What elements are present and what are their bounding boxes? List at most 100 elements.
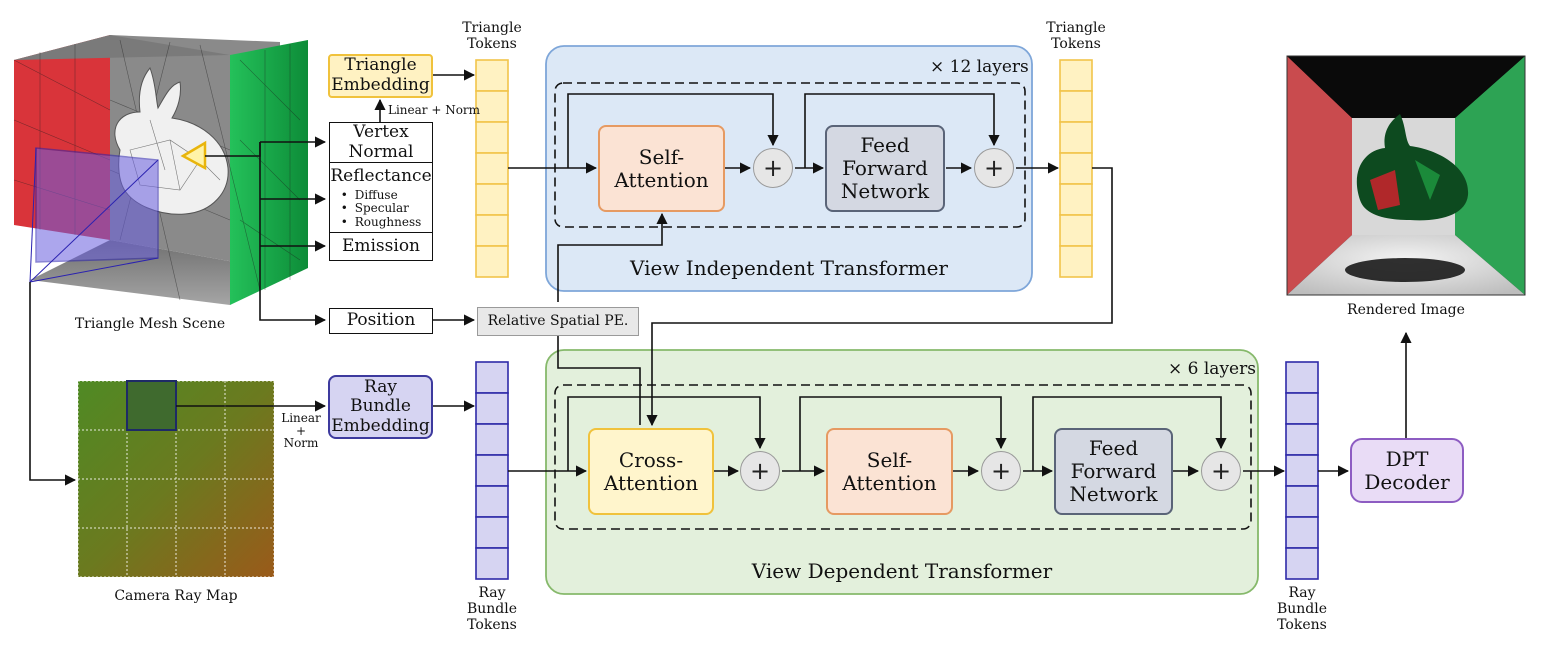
token-cell	[475, 183, 509, 216]
token-cell	[475, 59, 509, 92]
vit-layers-label: × 12 layers	[930, 57, 1029, 77]
ray-embedding-note-line-2: +	[295, 423, 307, 438]
token-cell	[475, 454, 509, 487]
token-cell	[1059, 183, 1093, 216]
reflectance-item: •Specular	[340, 201, 409, 216]
reflectance-label: Reflectance	[330, 166, 432, 186]
vertex-normal-box: Vertex Normal	[329, 122, 433, 163]
reflectance-item-specular: Specular	[354, 201, 409, 216]
vdt-cross-attention-line-1: Cross-	[618, 447, 684, 472]
ray-bundle-embedding-line-3: Embedding	[331, 415, 430, 436]
vdt-ffn-line-2: Forward	[1070, 459, 1157, 483]
rendered-image-caption: Rendered Image	[1347, 302, 1465, 318]
triangle-embedding-box: Triangle Embedding	[328, 54, 433, 98]
ray-bundle-embedding-line-1: Ray	[364, 376, 397, 397]
vdt-residual-add-1: +	[740, 451, 780, 491]
dpt-decoder-line-2: Decoder	[1364, 469, 1450, 494]
token-cell	[475, 152, 509, 185]
triangle-mesh-scene-image	[13, 35, 308, 305]
triangle-tokens-label-right: Triangle Tokens	[1036, 20, 1116, 52]
rendered-image	[1286, 55, 1526, 296]
relative-spatial-pe-box: Relative Spatial PE.	[477, 307, 639, 336]
ray-tokens-label-right-line-2: Bundle	[1276, 601, 1328, 618]
emission-box: Emission	[329, 233, 433, 261]
ray-tokens-label-right: Ray Bundle Tokens	[1262, 585, 1342, 633]
dpt-decoder-box: DPT Decoder	[1350, 438, 1464, 503]
token-cell	[475, 245, 509, 278]
ray-tokens-label-left-line-2: Bundle	[466, 601, 518, 618]
token-cell	[1285, 454, 1319, 487]
triangle-embedding-line-1: Triangle	[344, 55, 417, 76]
vdt-cross-attention-box: Cross- Attention	[588, 428, 714, 515]
vertex-normal-line-2: Normal	[348, 141, 414, 162]
reflectance-item-diffuse: Diffuse	[354, 187, 398, 202]
mesh-scene-caption: Triangle Mesh Scene	[74, 316, 226, 332]
position-box: Position	[329, 308, 433, 334]
vdt-ffn-line-3: Network	[1069, 482, 1158, 506]
token-cell	[1059, 121, 1093, 154]
token-cell	[1285, 423, 1319, 456]
vit-residual-add-1: +	[753, 148, 793, 188]
token-cell	[475, 423, 509, 456]
token-cell	[475, 485, 509, 518]
vdt-self-attention-line-1: Self-	[866, 447, 913, 472]
token-cell	[475, 121, 509, 154]
camera-ray-map-caption: Camera Ray Map	[114, 588, 238, 604]
reflectance-item: •Diffuse	[340, 187, 398, 202]
ray-bundle-tokens-column-right	[1285, 361, 1319, 580]
token-cell	[1059, 90, 1093, 123]
token-cell	[1285, 485, 1319, 518]
vdt-feed-forward-box: Feed Forward Network	[1054, 428, 1173, 515]
vdt-cross-attention-line-2: Attention	[603, 470, 699, 495]
vertex-normal-line-1: Vertex	[353, 121, 409, 142]
vdt-ffn-line-1: Feed	[1088, 436, 1139, 460]
ray-embedding-note: Linear + Norm	[278, 412, 324, 450]
triangle-embedding-note: Linear + Norm	[388, 103, 481, 117]
ray-bundle-embedding-line-2: Bundle	[350, 396, 411, 417]
triangle-tokens-label-right-line-2: Tokens	[1051, 36, 1101, 53]
token-cell	[1059, 152, 1093, 185]
reflectance-item: •Roughness	[340, 215, 422, 230]
reflectance-item-roughness: Roughness	[354, 215, 422, 230]
vit-residual-add-2: +	[974, 148, 1014, 188]
ray-tokens-label-right-line-1: Ray	[1288, 585, 1316, 601]
connector-lines	[29, 69, 1412, 486]
ray-bundle-embedding-box: Ray Bundle Embedding	[328, 375, 433, 439]
triangle-tokens-label-left-line-2: Tokens	[467, 36, 517, 53]
token-cell	[475, 392, 509, 425]
camera-ray-map-image	[77, 380, 275, 578]
ray-embedding-note-line-1: Linear	[281, 411, 321, 425]
token-cell	[475, 516, 509, 549]
ray-embedding-note-line-3: Norm	[283, 436, 319, 451]
token-cell	[1059, 245, 1093, 278]
vdt-layer-block	[554, 384, 1252, 530]
token-cell	[1285, 547, 1319, 580]
triangle-tokens-column-left	[475, 59, 509, 278]
token-cell	[475, 361, 509, 394]
vit-title: View Independent Transformer	[630, 256, 948, 280]
vit-ffn-line-2: Forward	[842, 156, 928, 180]
triangle-embedding-line-2: Embedding	[331, 75, 430, 95]
vdt-layers-label: × 6 layers	[1168, 359, 1256, 379]
vit-self-attention-line-1: Self-	[638, 144, 685, 169]
vdt-title: View Dependent Transformer	[751, 559, 1053, 583]
token-cell	[1285, 516, 1319, 549]
token-cell	[1285, 361, 1319, 394]
vdt-self-attention-box: Self- Attention	[826, 428, 953, 515]
vit-ffn-line-1: Feed	[860, 133, 910, 157]
ray-tokens-label-right-line-3: Tokens	[1277, 617, 1327, 634]
vdt-residual-add-3: +	[1201, 451, 1241, 491]
vdt-residual-add-2: +	[981, 451, 1021, 491]
vit-layer-block	[554, 82, 1026, 228]
triangle-tokens-label-right-line-1: Triangle	[1046, 20, 1106, 36]
ray-tokens-label-left: Ray Bundle Tokens	[452, 585, 532, 633]
token-cell	[1059, 214, 1093, 247]
reflectance-list: •Diffuse •Specular •Roughness	[340, 187, 422, 230]
vit-self-attention-line-2: Attention	[614, 167, 709, 192]
token-cell	[475, 547, 509, 580]
vit-self-attention-box: Self- Attention	[598, 125, 725, 212]
token-cell	[475, 214, 509, 247]
triangle-tokens-column-right	[1059, 59, 1093, 278]
vdt-self-attention-line-2: Attention	[842, 470, 937, 495]
